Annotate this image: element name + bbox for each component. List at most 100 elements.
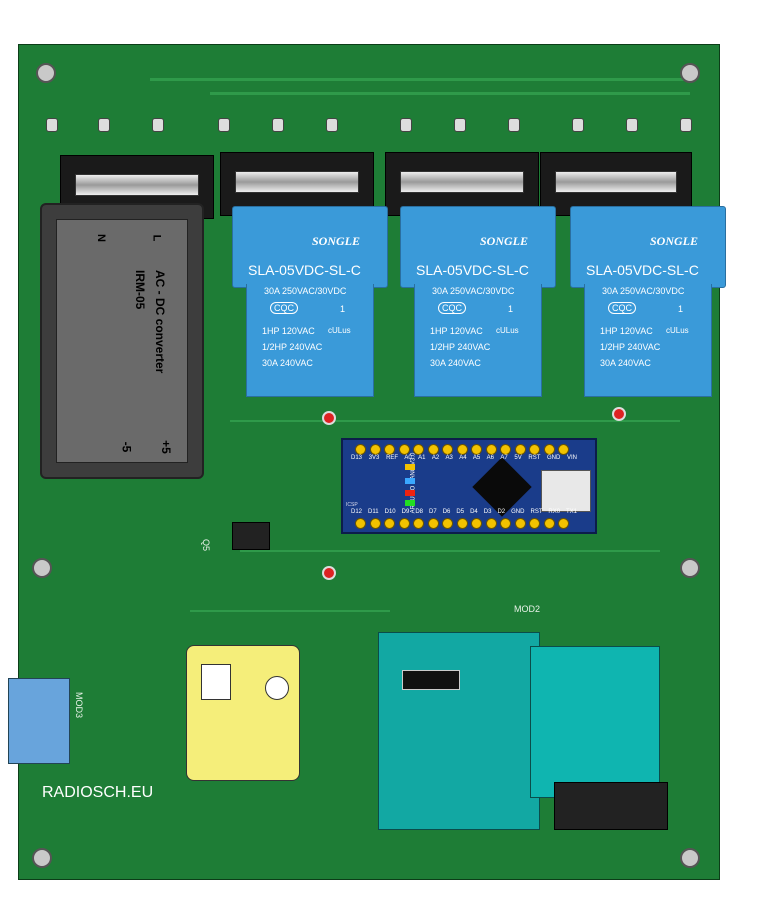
q5-label: Q5	[201, 538, 212, 552]
led	[405, 478, 415, 484]
header-pin	[442, 444, 453, 455]
relay-amp: 30A 240VAC	[430, 358, 481, 368]
relay-hp2: 1/2HP 240VAC	[600, 342, 661, 352]
relay-num: 1	[340, 304, 346, 314]
test-point	[322, 411, 336, 425]
header-pin	[398, 444, 410, 455]
mod2-label: MOD2	[514, 604, 541, 614]
terminal-pin	[626, 118, 638, 132]
converter-title: AC - DC converter	[153, 270, 167, 374]
terminal-pin	[272, 118, 284, 132]
terminal-pin	[152, 118, 164, 132]
top-pin-labels: D13 3V3 REF A0 A1 A2 A3 A4 A5 A6 A7 5V R…	[351, 455, 577, 461]
header-pin	[427, 444, 439, 455]
terminal-pin	[218, 118, 230, 132]
header-pin	[471, 444, 482, 455]
converter-plus-label: +5	[158, 440, 173, 454]
relay-hp1: 1HP 120VAC	[430, 326, 483, 336]
relay: SONGLE SLA-05VDC-SL-C 30A 250VAC/30VDC C…	[232, 206, 388, 397]
terminal-pin	[98, 118, 110, 132]
relay-model: SLA-05VDC-SL-C	[416, 262, 529, 278]
header-pin	[413, 444, 424, 455]
relay-num: 1	[678, 304, 684, 314]
connector	[402, 670, 460, 690]
header-pin	[413, 518, 424, 529]
ac-dc-converter: N L AC - DC converter IRM-05 -5 +5	[40, 203, 204, 479]
trace	[210, 92, 690, 95]
test-point	[322, 566, 336, 580]
terminal-pin	[508, 118, 520, 132]
mounting-hole	[32, 558, 52, 578]
relay-model: SLA-05VDC-SL-C	[586, 262, 699, 278]
relay-rating: 30A 250VAC/30VDC	[432, 286, 515, 296]
header-pin	[500, 518, 511, 529]
terminal-pin	[326, 118, 338, 132]
terminal-pin	[572, 118, 584, 132]
mounting-hole	[680, 63, 700, 83]
humidity-sensor-mod3	[8, 678, 70, 764]
mini-usb-port	[541, 470, 591, 512]
relay-cert: CQC	[270, 302, 298, 314]
header-pin	[384, 518, 395, 529]
trace	[190, 610, 390, 612]
fuse-holder	[220, 152, 374, 216]
terminal-pin	[400, 118, 412, 132]
bottom-pin-labels: D12 D11 D10 D9 D8 D7 D6 D5 D4 D3 D2 GND …	[351, 509, 577, 515]
header-pin	[369, 444, 381, 455]
header-pin	[369, 518, 381, 529]
header-pin	[442, 518, 453, 529]
relay-brand: SONGLE	[650, 234, 699, 248]
relay-cert: CQC	[608, 302, 636, 314]
relay-brand: SONGLE	[312, 234, 361, 248]
header-pin	[529, 518, 540, 529]
header-pin	[514, 518, 526, 529]
brand-label: RADIOSCH.EU	[42, 784, 154, 801]
relay-amp: 30A 240VAC	[262, 358, 313, 368]
relay-model: SLA-05VDC-SL-C	[248, 262, 361, 278]
arduino-nano: ARDUINO NANO V3.0 ICSP D13 3V3 REF A0 A1…	[341, 438, 597, 534]
header-pin	[558, 518, 569, 529]
header-pin	[543, 444, 555, 455]
header-pin	[485, 518, 497, 529]
relay-hp1: 1HP 120VAC	[600, 326, 653, 336]
header-pin	[500, 444, 511, 455]
mod3-label: MOD3	[74, 691, 85, 719]
mounting-hole	[680, 848, 700, 868]
relay-hp2: 1/2HP 240VAC	[430, 342, 491, 352]
trace	[230, 420, 680, 422]
led	[405, 464, 415, 470]
led	[405, 500, 415, 506]
header-pin	[398, 518, 410, 529]
icsp-label: ICSP	[346, 502, 358, 508]
relay: SONGLE SLA-05VDC-SL-C 30A 250VAC/30VDC C…	[570, 206, 726, 397]
relay-rating: 30A 250VAC/30VDC	[602, 286, 685, 296]
relay-ul: cULus	[666, 326, 689, 335]
converter-minus-label: -5	[119, 441, 134, 453]
gas-sensor	[186, 645, 300, 781]
terminal-pin	[454, 118, 466, 132]
header-pin	[427, 518, 439, 529]
header-pin	[529, 444, 540, 455]
header-pin	[384, 444, 395, 455]
relay-num: 1	[508, 304, 514, 314]
microcontroller-chip	[472, 457, 532, 517]
particulate-sensor-mod2	[378, 632, 668, 830]
mounting-hole	[32, 848, 52, 868]
header-pin	[514, 444, 526, 455]
mounting-hole	[680, 558, 700, 578]
header-pin	[471, 518, 482, 529]
converter-l-label: L	[150, 234, 163, 242]
converter-model: IRM-05	[133, 270, 147, 310]
header-pin	[456, 444, 468, 455]
test-point	[612, 407, 626, 421]
trace	[240, 550, 660, 552]
trace	[150, 78, 690, 81]
header-pin	[543, 518, 555, 529]
relay-ul: cULus	[496, 326, 519, 335]
relay-rating: 30A 250VAC/30VDC	[264, 286, 347, 296]
led	[405, 490, 415, 496]
header-pin	[485, 444, 497, 455]
terminal-pin	[680, 118, 692, 132]
header-pin	[456, 518, 468, 529]
relay-amp: 30A 240VAC	[600, 358, 651, 368]
